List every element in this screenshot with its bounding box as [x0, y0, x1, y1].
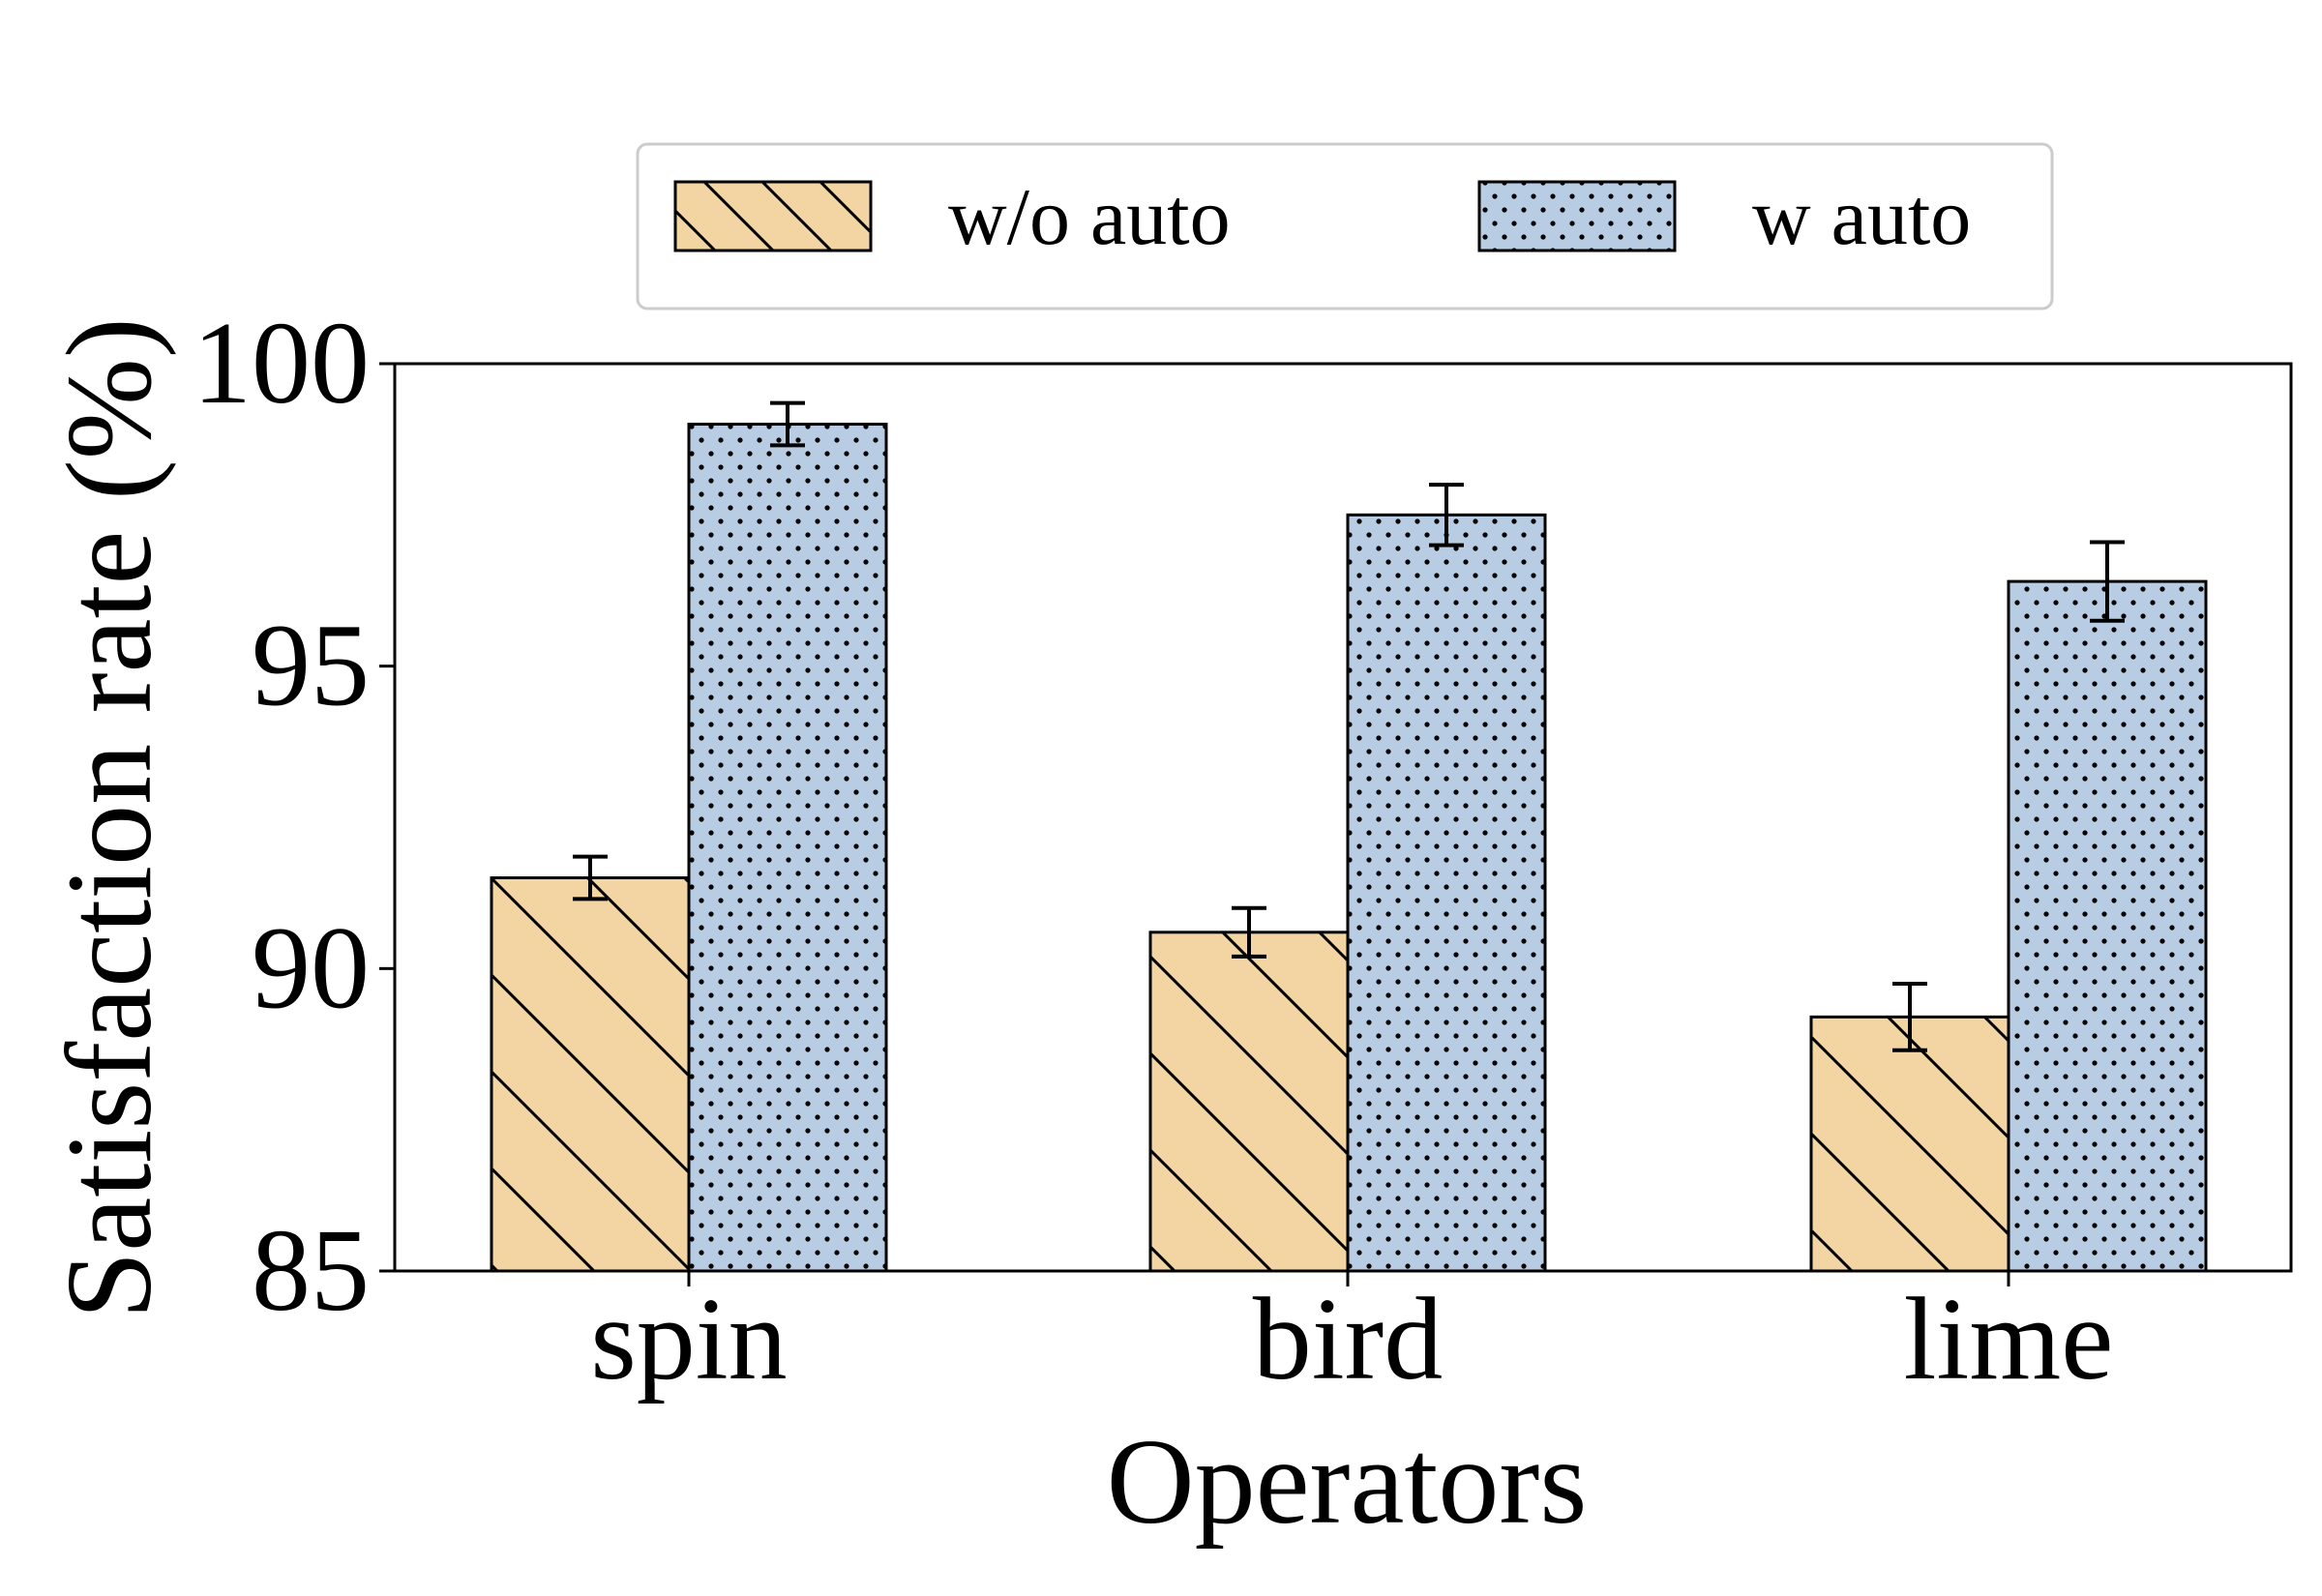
error-bar-w-o-auto-bird — [1232, 905, 1266, 959]
y-axis: 85 90 95 100 — [193, 298, 395, 1336]
x-axis: spin bird lime — [590, 1271, 2113, 1404]
legend-swatch-w-auto — [1477, 180, 1677, 252]
y-tick-label-100: 100 — [193, 298, 370, 429]
x-tick-label-lime: lime — [1904, 1274, 2114, 1404]
error-bar-w-auto-bird — [1429, 483, 1464, 547]
y-tick-label-85: 85 — [252, 1205, 370, 1336]
bar-w-o-auto-spin — [490, 876, 691, 1273]
error-bar-w-auto-lime — [2090, 540, 2125, 623]
x-tick-label-bird: bird — [1253, 1274, 1444, 1404]
y-tick-label-90: 90 — [252, 902, 370, 1033]
bar-w-auto-bird — [1346, 513, 1547, 1273]
legend-frame — [636, 142, 2054, 310]
x-axis-title: Operators — [1107, 1415, 1588, 1550]
bars-layer — [490, 423, 2208, 1273]
legend: w/o auto w auto — [636, 142, 2054, 310]
plot-frame — [393, 362, 2293, 1273]
bar-w-auto-lime — [2007, 579, 2208, 1273]
y-tick-label-95: 95 — [252, 601, 370, 731]
error-bar-w-auto-spin — [770, 400, 805, 448]
bar-w-auto-spin — [687, 423, 888, 1273]
bar-w-o-auto-lime — [1809, 1015, 2010, 1273]
legend-swatch-wo-auto — [673, 180, 873, 252]
x-tick-label-spin: spin — [590, 1274, 787, 1404]
legend-label-w-auto: w auto — [1752, 172, 1971, 262]
error-bar-w-o-auto-spin — [573, 854, 608, 901]
error-bars-layer — [573, 400, 2125, 1052]
error-bar-w-o-auto-lime — [1892, 981, 1927, 1052]
bar-w-o-auto-bird — [1148, 931, 1350, 1273]
y-axis-title: Satisfaction rate (%) — [43, 317, 177, 1319]
legend-label-wo-auto: w/o auto — [948, 172, 1231, 262]
